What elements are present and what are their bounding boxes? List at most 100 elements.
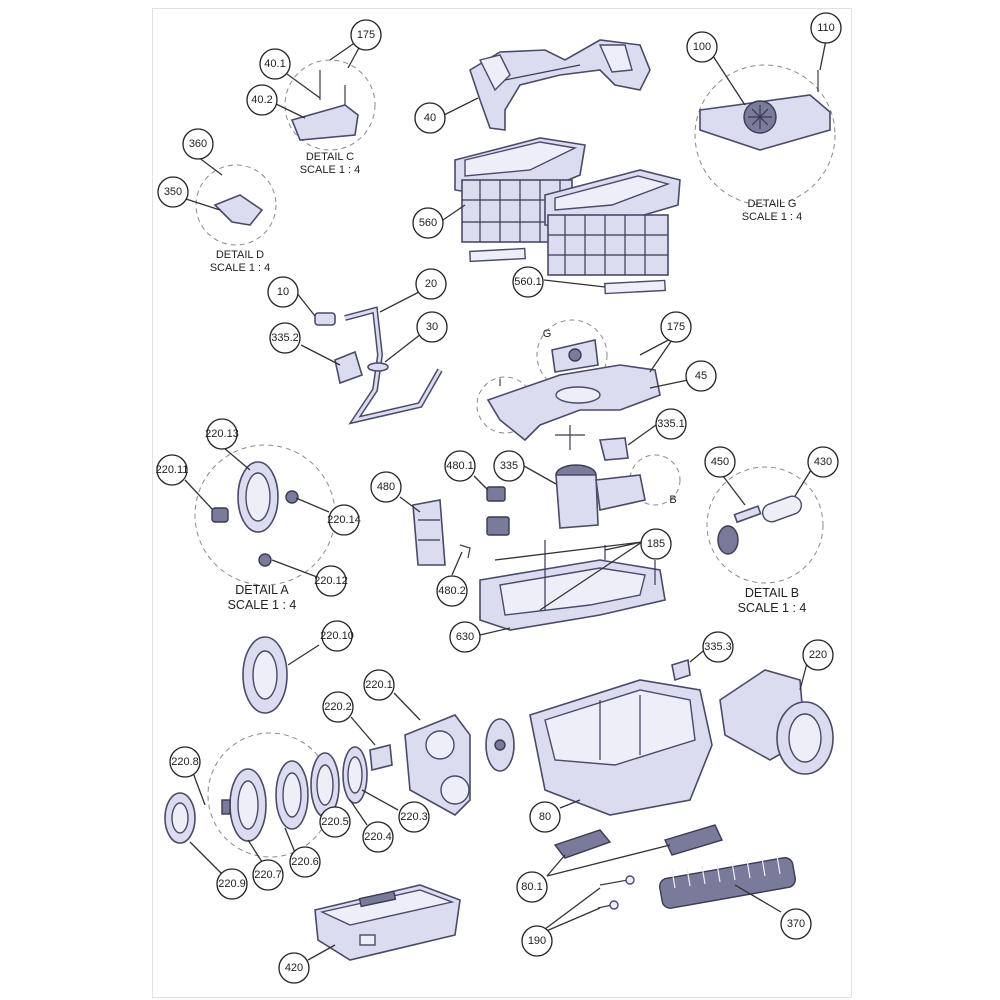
svg-text:220.7: 220.7	[254, 869, 282, 881]
svg-text:220.11: 220.11	[156, 464, 189, 476]
callout-220-7: 220.7	[252, 859, 284, 891]
detail-g-scale: SCALE 1 : 4	[742, 211, 803, 223]
callout-430: 430	[807, 446, 839, 478]
callout-30: 30	[416, 311, 448, 343]
view-marker-g: G	[543, 328, 552, 340]
detail-g-part	[699, 70, 831, 151]
side-clip-part	[553, 824, 723, 859]
svg-text:220.9: 220.9	[218, 878, 246, 890]
callout-350: 350	[157, 176, 189, 208]
callout-110: 110	[810, 12, 842, 44]
small-clip-part	[671, 658, 691, 682]
svg-text:220.14: 220.14	[327, 514, 361, 526]
callout-20: 20	[415, 268, 447, 300]
bracket-part	[412, 486, 510, 566]
callout-220-9: 220.9	[216, 868, 248, 900]
callout-220-3: 220.3	[398, 801, 430, 833]
callout-220-14: 220.14	[327, 504, 361, 536]
callout-220-6: 220.6	[289, 846, 321, 878]
svg-text:370: 370	[787, 918, 805, 930]
callout-220-12: 220.12	[314, 565, 348, 597]
callout-220-4: 220.4	[362, 821, 394, 853]
svg-text:10: 10	[277, 286, 289, 298]
motor-assembly-part	[555, 425, 646, 529]
svg-text:190: 190	[528, 935, 546, 947]
callout-185: 185	[640, 528, 672, 560]
svg-text:335.1: 335.1	[657, 418, 685, 430]
detail-g-outline	[694, 64, 836, 206]
filter-basket-part	[454, 137, 681, 276]
svg-text:450: 450	[711, 456, 729, 468]
detail-a-scale: SCALE 1 : 4	[228, 598, 297, 612]
gear-housing-part	[404, 714, 471, 816]
svg-text:335.3: 335.3	[704, 641, 732, 653]
svg-text:220.3: 220.3	[400, 811, 428, 823]
callout-480: 480	[370, 471, 402, 503]
detail-c-part	[290, 70, 359, 141]
svg-text:220.4: 220.4	[364, 831, 392, 843]
svg-text:80.1: 80.1	[521, 881, 542, 893]
svg-text:335.2: 335.2	[271, 332, 299, 344]
svg-text:100: 100	[693, 41, 711, 53]
wheel-ring-stack	[164, 746, 368, 844]
brush-part	[658, 855, 797, 909]
callout-190: 190	[521, 925, 553, 957]
svg-text:560.1: 560.1	[514, 276, 542, 288]
callout-480-1: 480.1	[444, 450, 476, 482]
view-b-marker-circle	[629, 454, 681, 506]
svg-text:175: 175	[667, 321, 685, 333]
tube-assembly-part	[314, 306, 443, 425]
view-marker-b: B	[669, 494, 676, 506]
side-wheel-assembly-part	[719, 669, 834, 775]
callout-560: 560	[412, 207, 444, 239]
callout-220-10: 220.10	[320, 620, 354, 652]
svg-text:40: 40	[424, 112, 436, 124]
svg-text:220: 220	[809, 649, 827, 661]
svg-text:185: 185	[647, 538, 665, 550]
callout-220-13: 220.13	[205, 418, 239, 450]
callout-220-11: 220.11	[156, 454, 189, 486]
filter-label-strip	[469, 247, 526, 263]
svg-text:40.2: 40.2	[251, 94, 272, 106]
svg-text:630: 630	[456, 631, 474, 643]
svg-text:430: 430	[814, 456, 832, 468]
callout-560-1: 560.1	[512, 266, 544, 298]
svg-text:220.12: 220.12	[314, 575, 348, 587]
drive-gear-part	[485, 718, 515, 772]
callout-335-3: 335.3	[702, 631, 734, 663]
svg-text:110: 110	[817, 22, 835, 34]
detail-b-scale: SCALE 1 : 4	[738, 601, 807, 615]
detail-d-outline	[195, 164, 277, 246]
callout-100: 100	[686, 31, 718, 63]
callout-175-top: 175	[350, 19, 382, 51]
callout-220-2: 220.2	[322, 691, 354, 723]
svg-text:220.10: 220.10	[320, 630, 354, 642]
svg-text:40.1: 40.1	[264, 58, 285, 70]
svg-text:350: 350	[164, 186, 182, 198]
svg-text:560: 560	[419, 217, 437, 229]
svg-text:480.2: 480.2	[438, 585, 466, 597]
svg-text:220.8: 220.8	[171, 756, 199, 768]
svg-text:360: 360	[189, 138, 207, 150]
bushing-part	[369, 743, 393, 772]
callout-450: 450	[704, 446, 736, 478]
callout-220: 220	[802, 639, 834, 671]
callout-480-2: 480.2	[436, 575, 468, 607]
svg-text:45: 45	[695, 370, 707, 382]
svg-text:335: 335	[500, 460, 518, 472]
svg-text:30: 30	[426, 321, 438, 333]
callout-80-1: 80.1	[516, 871, 548, 903]
svg-text:20: 20	[425, 278, 437, 290]
svg-text:420: 420	[285, 962, 303, 974]
detail-c-title: DETAIL C	[306, 151, 354, 163]
callout-10: 10	[267, 276, 299, 308]
callout-80: 80	[529, 801, 561, 833]
svg-text:220.6: 220.6	[291, 856, 319, 868]
view-marker-i: I	[498, 377, 501, 389]
svg-text:220.5: 220.5	[321, 816, 349, 828]
callout-220-8: 220.8	[169, 746, 201, 778]
callout-335-1: 335.1	[655, 408, 687, 440]
detail-b-title: DETAIL B	[745, 586, 799, 600]
svg-text:480: 480	[377, 481, 395, 493]
detail-b-part	[717, 495, 803, 555]
